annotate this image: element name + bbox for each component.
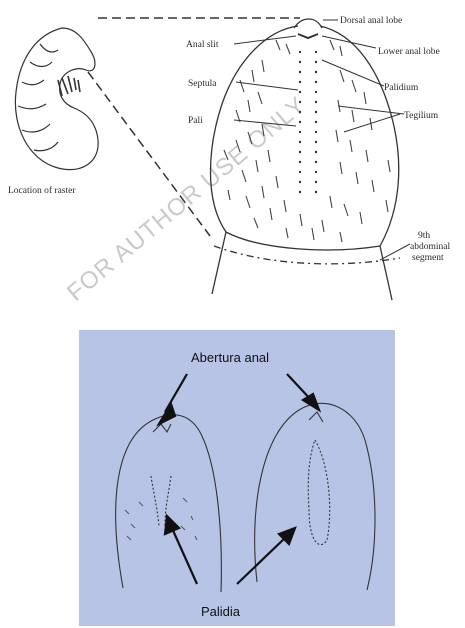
label-anal-slit: Anal slit	[186, 40, 219, 50]
label-9th: 9th	[418, 231, 430, 241]
tegilium-hairs	[224, 40, 390, 242]
label-segment: segment	[412, 253, 444, 263]
label-tegilium: Tegilium	[404, 111, 439, 121]
label-palidia: Palidia	[201, 604, 241, 619]
larva-sketch	[15, 28, 98, 170]
label-palidium: Palidium	[384, 83, 419, 93]
label-dorsal-anal-lobe: Dorsal anal lobe	[340, 16, 402, 26]
palidia-dots	[299, 51, 317, 193]
label-abdominal: abdominal	[410, 242, 450, 252]
label-septula: Septula	[188, 79, 217, 89]
label-abertura-anal: Abertura anal	[191, 350, 269, 365]
abertura-anal-panel: Abertura anal Palidia	[79, 330, 395, 626]
label-location-of-raster: Location of raster	[8, 185, 76, 196]
panel-background	[79, 330, 395, 626]
raster-diagram: Dorsal anal lobe Anal slit Lower anal lo…	[0, 0, 465, 325]
guide-lines	[88, 18, 300, 236]
label-lower-anal-lobe: Lower anal lobe	[378, 47, 440, 57]
label-pali: Pali	[188, 116, 203, 126]
abdomen-outline	[211, 19, 401, 300]
